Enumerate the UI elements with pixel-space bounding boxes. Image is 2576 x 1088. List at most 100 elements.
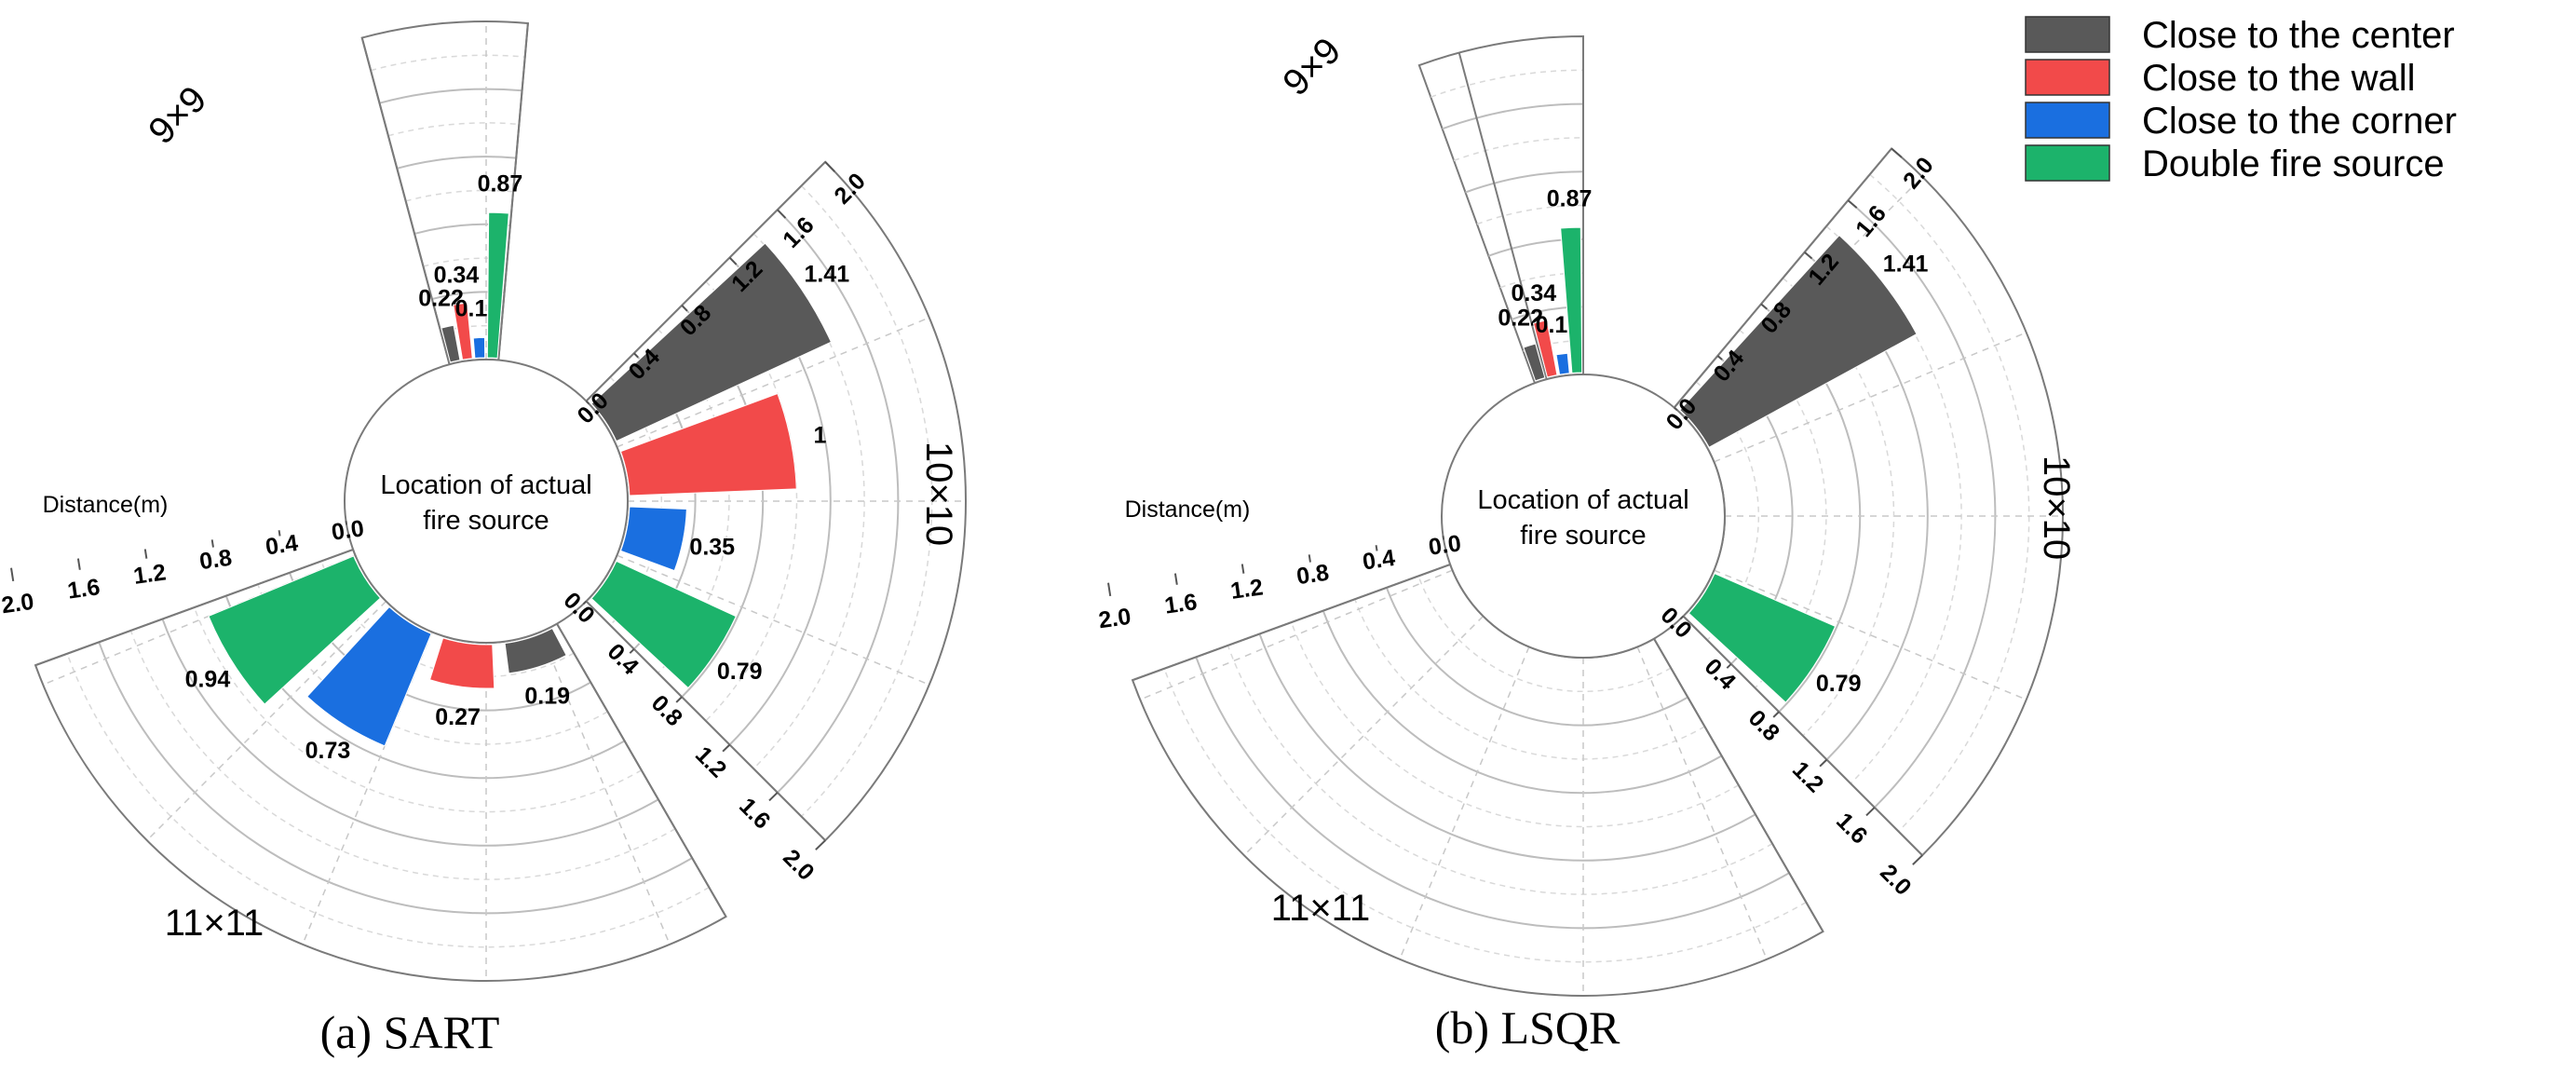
value-label: 0.19 (524, 683, 570, 709)
grid-spoke (146, 600, 387, 841)
radial-tick-mark (585, 400, 590, 405)
grid-spoke (1399, 646, 1530, 960)
bar-close-to-the-wall (619, 392, 797, 496)
grid-arc (1227, 645, 1773, 895)
radial-tick-label: 0.0 (330, 515, 365, 546)
grid-arc (1417, 576, 1672, 693)
bar-double-fire-source (208, 555, 382, 705)
radial-tick-mark (1241, 564, 1245, 574)
grid-spoke (617, 554, 930, 686)
sector-edge (497, 22, 529, 360)
sector-edge (1673, 147, 1892, 409)
grid-arc (1322, 610, 1723, 795)
radial-tick-mark (1679, 615, 1685, 620)
radial-tick-label: 0.4 (1361, 545, 1396, 576)
radial-tick-mark (143, 549, 148, 559)
sector-edge (585, 600, 826, 841)
group-label: 9×9 (141, 78, 214, 152)
radial-tick-mark (1308, 554, 1311, 563)
value-label: 1.41 (1883, 251, 1929, 277)
grid-spoke (1682, 176, 1923, 417)
grid-arc (1847, 199, 1997, 809)
grid-arc (397, 156, 517, 170)
center-label-line1: Location of actual (380, 470, 591, 500)
grid-arc (379, 88, 522, 104)
radial-tick-mark (1819, 758, 1828, 768)
grid-spoke (1139, 569, 1453, 700)
grid-spoke (617, 317, 930, 448)
radial-tick-mark (824, 161, 835, 172)
group-label: 11×11 (1271, 888, 1370, 929)
bar-double-fire-source (486, 211, 509, 360)
grid-arc (66, 653, 710, 948)
group-label: 10×10 (2036, 456, 2077, 560)
grid-arc (129, 630, 676, 880)
grid-arc (1163, 668, 1807, 963)
value-label: 0.79 (717, 659, 763, 685)
grid-arc (1430, 69, 1584, 98)
grid-spoke (1714, 569, 2027, 700)
radial-tick-mark (1674, 406, 1678, 412)
radial-tick-mark (681, 305, 688, 312)
radial-tick-mark (1107, 582, 1112, 597)
grid-arc (1869, 173, 2030, 833)
value-label: 0.73 (305, 738, 351, 764)
bar-close-to-the-center (1679, 234, 1918, 448)
radial-tick-label: 1.2 (132, 559, 168, 590)
grid-spoke (1636, 646, 1768, 960)
center-label-line2: fire source (1520, 521, 1646, 551)
value-label: 0.94 (185, 667, 231, 693)
bar-double-fire-source (1560, 226, 1583, 374)
radial-tick-mark (1891, 147, 1903, 158)
radial-tick-mark (815, 839, 826, 850)
grid-spoke (1714, 332, 2027, 463)
center-circle (344, 359, 629, 644)
bar-close-to-the-center (504, 627, 567, 674)
grid-spoke (302, 632, 433, 945)
sector-edge (556, 623, 727, 918)
sector-edge (360, 37, 451, 365)
legend-swatch (2025, 144, 2110, 182)
group-label: 10×10 (918, 442, 959, 546)
bar-close-to-the-center (441, 324, 461, 363)
value-label: 0.34 (1511, 280, 1556, 306)
radial-axis-label: Distance(m) (1125, 496, 1251, 523)
grid-arc (387, 122, 520, 137)
grid-arc (1465, 170, 1584, 194)
legend-label: Close to the corner (2142, 101, 2457, 142)
grid-spoke (539, 632, 671, 945)
grid-arc (423, 257, 508, 267)
radial-tick-label: 2.0 (1875, 859, 1916, 900)
grid-arc (1195, 656, 1790, 930)
grid-spoke (1243, 615, 1485, 856)
grid-arc (1354, 598, 1705, 760)
grid-arc (98, 641, 693, 915)
radial-tick-label: 2.0 (1097, 604, 1132, 634)
bar-close-to-the-corner (306, 605, 432, 747)
bar-close-to-the-wall (428, 637, 495, 689)
value-label: 0.27 (435, 704, 481, 730)
radial-tick-mark (76, 558, 81, 570)
grid-arc (752, 233, 865, 769)
value-label: 1.41 (804, 262, 849, 288)
grid-arc (320, 561, 575, 678)
radial-tick-mark (777, 209, 787, 219)
radial-tick-mark (582, 600, 588, 605)
radial-tick-mark (210, 539, 214, 548)
sector-edge (34, 549, 354, 667)
radial-tick-mark (1772, 711, 1780, 718)
bar-double-fire-source (590, 560, 737, 689)
bar-close-to-the-wall (453, 302, 473, 360)
value-label: 0.79 (1816, 671, 1862, 697)
radial-tick-mark (10, 567, 15, 582)
value-label: 0.35 (689, 534, 735, 560)
radial-tick-mark (1173, 573, 1178, 585)
radial-tick-mark (1760, 303, 1768, 310)
radial-tick-label: 1.6 (734, 793, 775, 834)
radial-tick-label: 1.6 (1831, 808, 1872, 849)
radial-tick-label: 0.8 (1295, 560, 1330, 591)
grid-arc (405, 189, 514, 202)
radial-tick-mark (675, 696, 683, 703)
